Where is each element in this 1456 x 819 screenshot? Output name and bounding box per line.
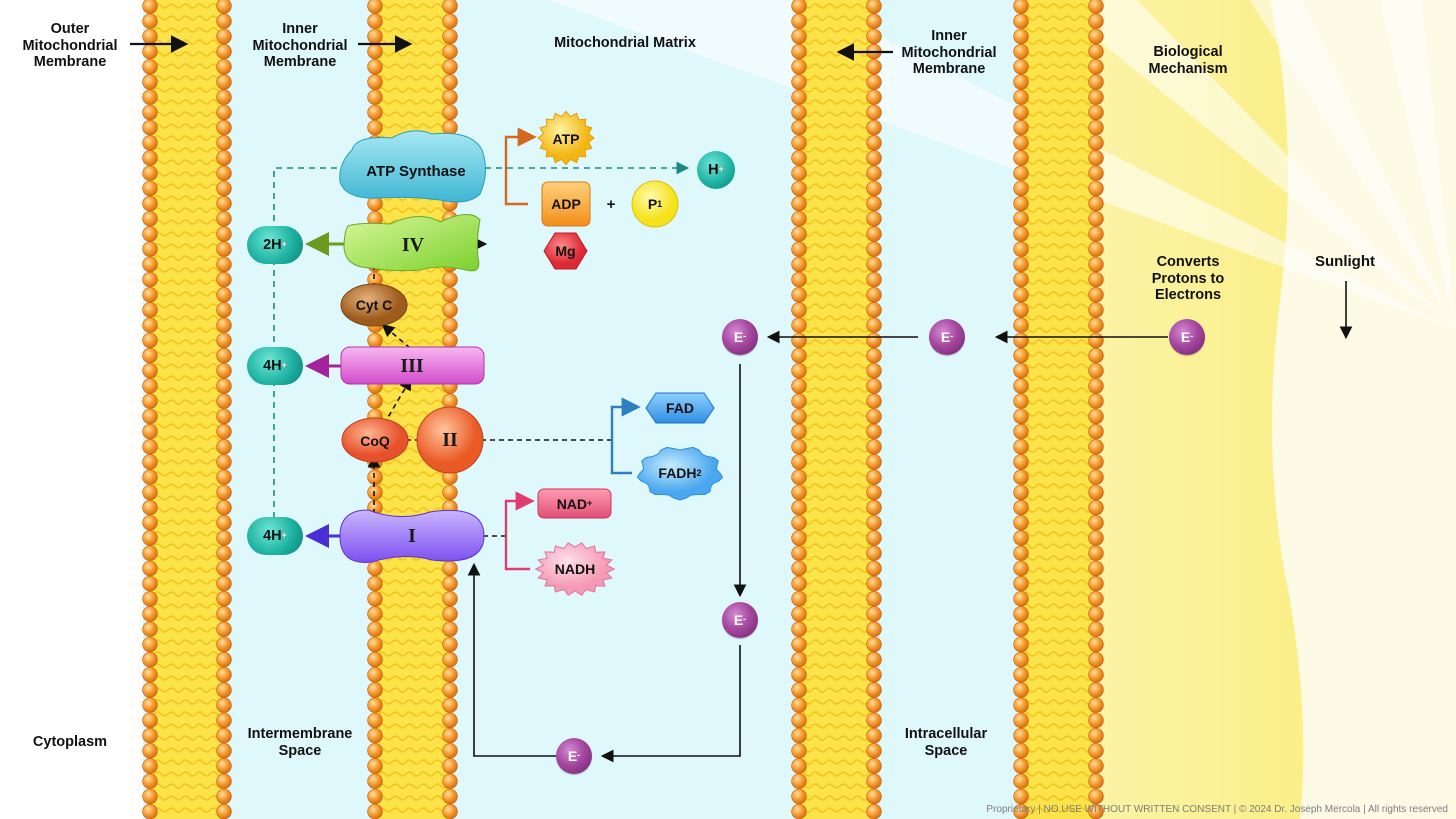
- mg-label: Mg: [555, 243, 576, 259]
- nadh-label: NADH: [554, 561, 596, 577]
- complex-iii-shape: [340, 346, 485, 385]
- biological-mechanism-label: Biological Mechanism: [1148, 44, 1228, 77]
- electron-matrix-mid: E-: [722, 602, 758, 638]
- nadh-starburst: [534, 542, 616, 596]
- sunlight-rays: [549, 0, 1456, 330]
- cyt-c-label: Cyt C: [355, 297, 393, 313]
- nad-label: NAD+: [556, 496, 593, 512]
- electron-main: E: [1180, 329, 1191, 345]
- inner-membrane-label-right: Inner Mitochondrial Membrane: [901, 28, 997, 77]
- complex-iii-label: III: [400, 354, 424, 377]
- coq-shape: [341, 417, 409, 463]
- electron-main: E: [567, 748, 578, 764]
- sun-ray: [1048, 0, 1456, 330]
- iii-to-cytc-flow: [381, 323, 411, 349]
- electron-sunlight: E-: [1169, 319, 1205, 355]
- cyt-c-shape: [340, 283, 408, 327]
- nad-shape: [537, 488, 612, 519]
- p1-shape: [631, 180, 679, 228]
- electron-to-complex-i: [467, 562, 556, 757]
- fad-label: FAD: [666, 400, 694, 416]
- inner-membrane-label-left: Inner Mitochondrial Membrane: [252, 21, 348, 70]
- fad-shape: [645, 392, 715, 424]
- 2h-plus-ion: 2H+: [247, 226, 303, 264]
- fadh2-shape: [636, 446, 724, 501]
- h-plus-ion: H+: [697, 151, 735, 189]
- sunlight-label: Sunlight: [1315, 253, 1375, 270]
- electron-main: E: [733, 329, 744, 345]
- cytoplasm-label: Cytoplasm: [32, 734, 108, 750]
- lipid-bilayer: [791, 0, 882, 819]
- 2h-plus-main: 2H: [263, 237, 282, 253]
- p1-main: P: [647, 196, 658, 212]
- electron-main: E: [940, 329, 951, 345]
- electron-main: E: [733, 612, 744, 628]
- fadh2-main: FADH: [658, 465, 697, 481]
- outer-membrane-label: Outer Mitochondrial Membrane: [22, 21, 118, 70]
- atp-synthase-label: ATP Synthase: [366, 162, 466, 180]
- atp-starburst: [537, 110, 595, 166]
- matrix-label: Mitochondrial Matrix: [554, 35, 696, 51]
- 4h-plus-upper-main: 4H: [263, 358, 282, 374]
- lipid-bilayer: [142, 0, 232, 819]
- electron-intracellular: E-: [929, 319, 965, 355]
- complex-i-label: I: [408, 524, 416, 547]
- complex-ii-label: II: [442, 428, 458, 451]
- atp-label: ATP: [552, 131, 580, 147]
- electron-matrix-top: E-: [722, 319, 758, 355]
- cytoplasm-region: [0, 0, 143, 819]
- h-plus-main: H: [708, 162, 719, 178]
- adp-shape: [541, 181, 591, 227]
- complex-i-shape: [339, 509, 485, 563]
- complex-iv-label: IV: [401, 233, 425, 256]
- intracellular-space-label: Intracellular Space: [904, 726, 988, 759]
- coq-label: CoQ: [360, 433, 390, 449]
- complex-iv-shape: [343, 214, 481, 272]
- nad-main: NAD: [556, 496, 588, 512]
- copyright-notice: Proprietary | NO USE WITHOUT WRITTEN CON…: [986, 804, 1448, 815]
- converts-label: Converts Protons to Electrons: [1151, 254, 1225, 303]
- 4h-plus-ion-lower: 4H+: [247, 517, 303, 555]
- 4h-plus-lower-main: 4H: [263, 528, 282, 544]
- mg-shape: [543, 232, 588, 270]
- adp-label: ADP: [551, 196, 581, 212]
- intermembrane-space-label: Intermembrane Space: [247, 726, 353, 759]
- 4h-plus-ion-upper: 4H+: [247, 347, 303, 385]
- sun-ray: [1379, 0, 1456, 330]
- electron-matrix-bottom: E-: [556, 738, 592, 774]
- complex-ii-shape: [416, 406, 484, 474]
- atp-synthase-shape: [339, 130, 486, 203]
- atp-bracket: [504, 135, 528, 206]
- electron-return-path: [600, 645, 741, 763]
- plus-sign: +: [606, 195, 616, 213]
